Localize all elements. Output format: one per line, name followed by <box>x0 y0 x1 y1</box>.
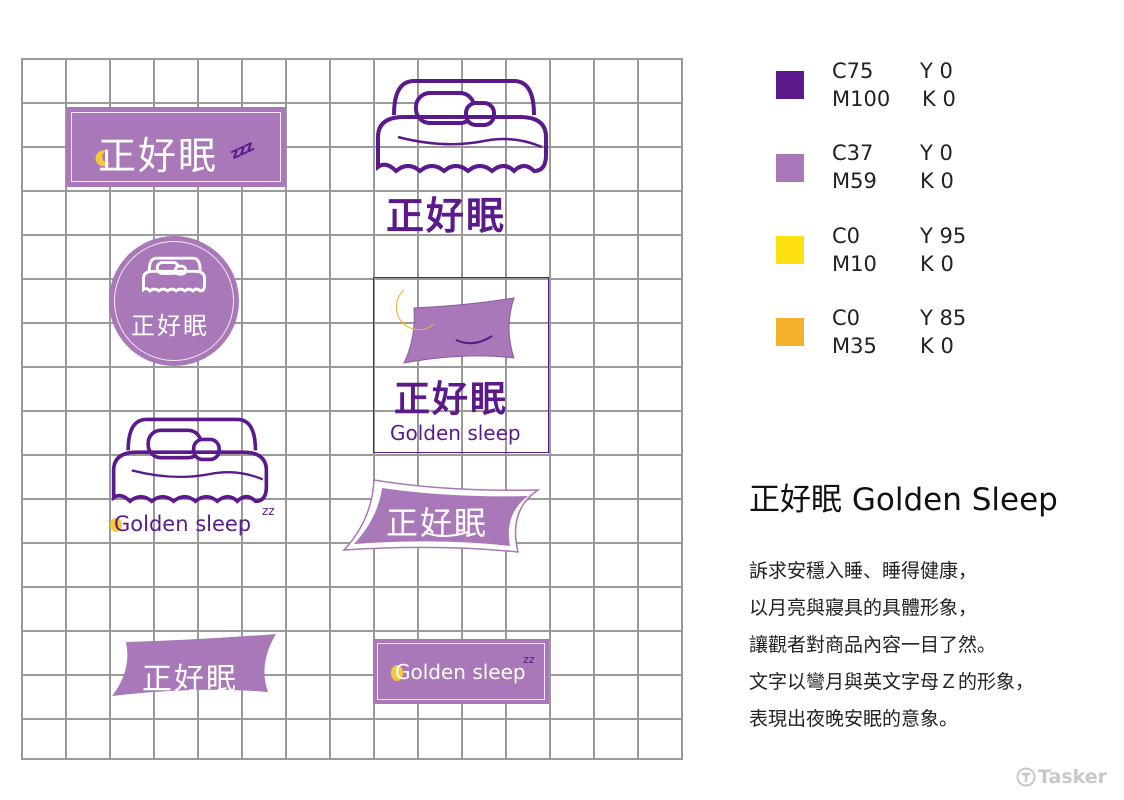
brand-description: 訴求安穩入睡、睡得健康， 以月亮與寢具的具體形象， 讓觀者對商品內容一目了然。 … <box>749 553 1034 738</box>
description-line: 文字以彎月與英文字母Ｚ的形象， <box>749 671 1035 693</box>
zz-icon: zz <box>262 504 275 518</box>
logo-circle-emblem: 正好眠 <box>109 236 239 366</box>
logo-text: 正好眠 <box>386 504 489 542</box>
logo-text-english: Golden sleep <box>395 660 526 684</box>
bed-icon <box>142 256 206 293</box>
pillow-moon-icon <box>112 590 276 696</box>
logo-pillow-outline: 正好眠 <box>338 470 548 560</box>
logo-pillow-framed: 正好眠 Golden sleep <box>373 277 549 453</box>
crescent-moon-icon <box>95 150 110 167</box>
zz-icon: zz <box>523 653 535 666</box>
description-line: 以月亮與寢具的具體形象， <box>749 597 978 619</box>
logo-bed-english: Golden sleep zz <box>110 414 286 544</box>
logo-text: 正好眠 <box>131 312 209 340</box>
swatch-light-purple <box>776 154 804 182</box>
logo-banner-english: Golden sleep zz <box>373 639 549 704</box>
swatch-dark-purple <box>776 71 804 99</box>
swatch-yellow <box>776 236 804 264</box>
crescent-moon-icon <box>391 665 403 681</box>
bed-icon <box>376 79 548 174</box>
tasker-logo-icon <box>1016 767 1036 787</box>
description-line: 表現出夜晚安眠的意象。 <box>749 708 959 730</box>
logo-text: 正好眠 <box>386 194 507 238</box>
swatch-orange <box>776 318 804 346</box>
logo-text-english: Golden sleep <box>114 512 252 536</box>
logo-text-english: Golden sleep <box>390 421 521 445</box>
description-line: 訴求安穩入睡、睡得健康， <box>749 560 978 582</box>
bed-icon <box>111 417 269 504</box>
brand-title: 正好眠 Golden Sleep <box>749 482 1058 518</box>
logo-text: 正好眠 <box>142 662 238 697</box>
description-line: 讓觀者對商品內容一目了然。 <box>749 634 997 656</box>
logo-banner-chinese: 正好眠 zzz <box>66 107 286 187</box>
logo-bed-chinese: 正好眠 <box>374 75 550 238</box>
watermark: Tasker <box>1016 766 1107 788</box>
logo-text-chinese: 正好眠 <box>394 379 509 420</box>
logo-moon-pillow: 正好眠 <box>108 584 284 718</box>
pillow-icon <box>342 479 541 553</box>
logo-text: 正好眠 <box>98 134 219 178</box>
pillow-moon-icon <box>395 289 515 364</box>
watermark-text: Tasker <box>1038 766 1108 788</box>
crescent-moon-icon <box>110 518 122 532</box>
